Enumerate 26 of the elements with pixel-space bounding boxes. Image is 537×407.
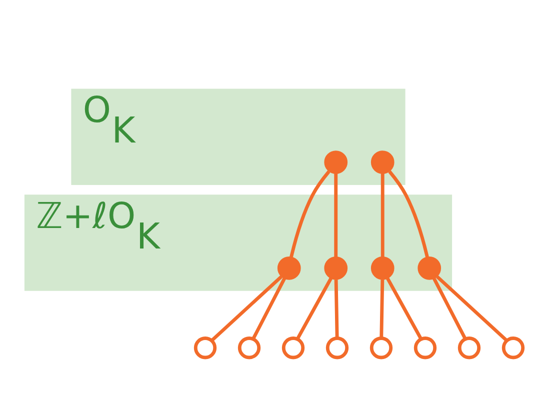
node-circle xyxy=(282,336,305,359)
connector xyxy=(252,277,286,339)
node-circle xyxy=(370,336,393,359)
node-circle xyxy=(326,336,349,359)
connector xyxy=(210,274,283,342)
node-circle xyxy=(370,150,394,174)
node-circle xyxy=(502,336,525,359)
node-circle xyxy=(458,336,481,359)
node-circle xyxy=(414,336,437,359)
connector xyxy=(386,277,423,340)
connector xyxy=(296,277,332,340)
node-circle xyxy=(194,336,217,359)
connector xyxy=(334,279,339,338)
connector xyxy=(334,173,338,257)
node-circle xyxy=(324,150,348,174)
connector xyxy=(380,173,384,257)
connector xyxy=(436,274,508,342)
connector xyxy=(290,170,330,258)
node-circle xyxy=(324,256,348,280)
node-circle xyxy=(418,256,442,280)
node-circle xyxy=(370,256,394,280)
node-circle xyxy=(277,256,301,280)
connector xyxy=(432,277,467,339)
connector xyxy=(388,170,429,258)
node-circle xyxy=(238,336,261,359)
connector xyxy=(380,279,384,338)
